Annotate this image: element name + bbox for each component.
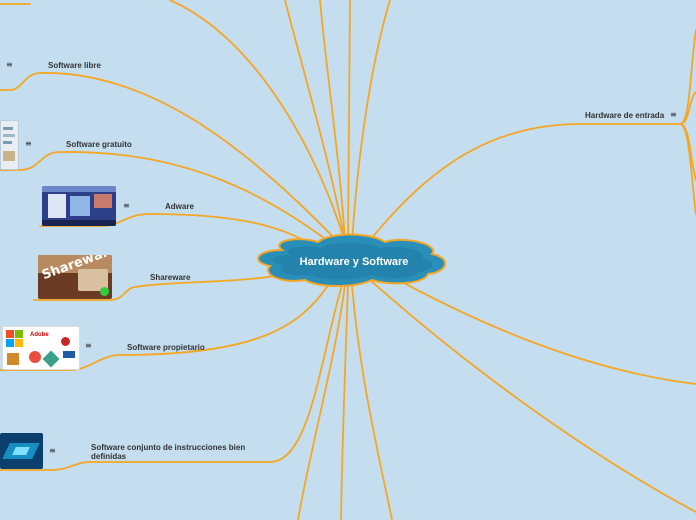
connector-top-3 [319,0,346,243]
branch-software-conjunto[interactable]: Software conjunto de instrucciones bien … [91,443,246,461]
connector-software-libre [0,72,341,245]
adobe-logo-text: Adobe [30,332,49,338]
connector-bottom-2 [340,284,349,520]
branch-software-propietario[interactable]: Software propietario [127,343,205,352]
connector-right-sub-3 [679,123,696,215]
connector-top-1 [169,0,346,243]
notes-icon[interactable]: ≡ [85,341,92,350]
branch-shareware[interactable]: Shareware [150,273,191,282]
branch-software-libre[interactable]: Software libre [48,61,101,70]
connector-bottom-1 [297,284,346,520]
central-node[interactable] [257,233,446,287]
connector-software-gratuito [0,151,336,247]
notes-icon[interactable]: ≡ [670,110,677,119]
notes-icon[interactable]: ≡ [6,60,13,69]
notes-icon[interactable]: ≡ [25,139,32,148]
connector-right-low [369,279,696,513]
connector-right-mid [379,269,696,385]
branch-software-gratuito[interactable]: Software gratuito [66,140,132,149]
connector-shareware [33,269,301,301]
connector-right-sub-1 [679,29,696,125]
connector-top-4 [347,0,351,243]
connector-top-5 [351,0,391,243]
shareware-image: Shareware [38,255,112,299]
connector-bottom-3 [351,284,393,520]
branch-hardware-entrada[interactable]: Hardware de entrada [585,111,665,120]
software-propietario-image: Adobe [2,326,80,370]
connector-right-sub-2 [679,123,696,181]
software-gratuito-image [0,120,19,170]
connector-top-2 [284,0,346,243]
software-conjunto-image [0,433,43,469]
connector-hardware-entrada [369,91,696,241]
central-topic[interactable]: Hardware y Software [299,256,409,268]
connector-software-propietario [0,281,331,371]
connector-software-conjunto [0,284,343,471]
adware-image [42,186,116,226]
notes-icon[interactable]: ≡ [49,446,56,455]
connector-adware [39,213,321,251]
branch-adware[interactable]: Adware [165,202,194,211]
notes-icon[interactable]: ≡ [123,201,130,210]
